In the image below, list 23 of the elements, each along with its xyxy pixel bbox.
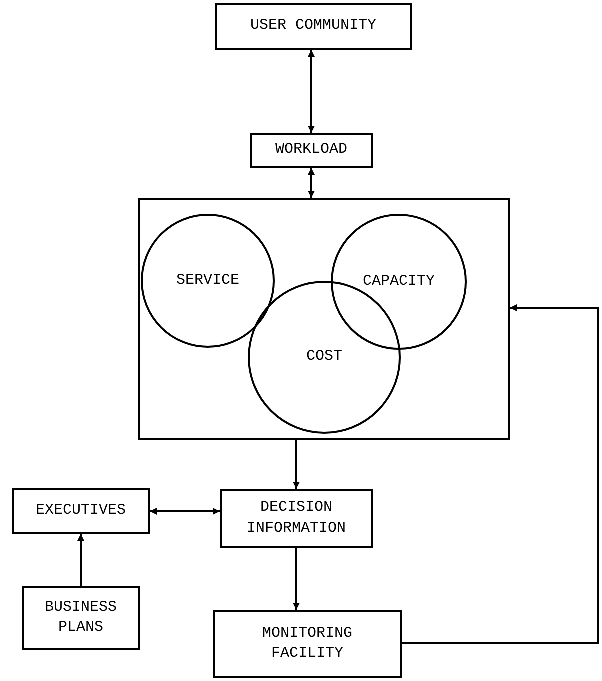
node-label: COST	[305, 347, 344, 368]
arrow	[150, 508, 220, 515]
node-label: USER COMMUNITY	[249, 16, 378, 36]
arrow	[78, 534, 84, 586]
text-box	[220, 489, 373, 548]
node-label: SERVICE	[175, 270, 240, 291]
node-label: DECISION INFORMATION	[246, 498, 348, 538]
text-box	[12, 488, 150, 534]
text-box	[215, 3, 412, 50]
node-label: CAPACITY	[362, 272, 436, 292]
node-label: BUSINESS PLANS	[44, 598, 118, 638]
text-box	[250, 133, 373, 168]
frame-box	[138, 198, 510, 440]
text-box	[22, 586, 140, 650]
node-label: WORKLOAD	[274, 140, 348, 160]
arrow	[293, 440, 300, 489]
arrow	[293, 548, 300, 610]
text-box	[213, 610, 402, 678]
node-label: EXECUTIVES	[34, 500, 127, 521]
arrow	[308, 168, 315, 198]
arrow	[308, 50, 315, 133]
node-label: MONITORING FACILITY	[261, 624, 354, 664]
arrow	[402, 304, 599, 644]
